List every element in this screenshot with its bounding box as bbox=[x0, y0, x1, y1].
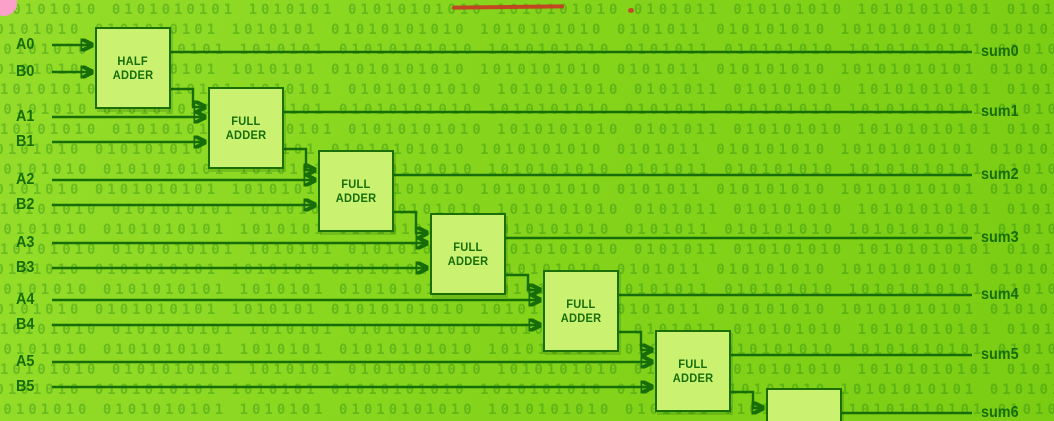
output-label-sum4: sum4 bbox=[981, 286, 1019, 303]
carry-wire-5-6 bbox=[731, 390, 762, 408]
full-adder-2-box: FULL ADDER bbox=[318, 150, 394, 232]
input-label-b5: B5 bbox=[16, 378, 35, 395]
half-adder-label-line1: HALF bbox=[117, 54, 149, 68]
carry-wire-4-5 bbox=[619, 330, 651, 350]
full-adder-1-label-line2: ADDER bbox=[225, 128, 267, 142]
carry-wire-0-1 bbox=[171, 87, 204, 107]
input-label-a0: A0 bbox=[16, 36, 35, 53]
full-adder-3-label-line2: ADDER bbox=[447, 254, 489, 268]
full-adder-4-label-line2: ADDER bbox=[560, 311, 602, 325]
input-label-a1: A1 bbox=[16, 108, 35, 125]
pink-corner-decoration bbox=[0, 0, 17, 16]
output-label-sum3: sum3 bbox=[981, 229, 1019, 246]
full-adder-5-box: FULL ADDER bbox=[655, 330, 731, 412]
input-label-b4: B4 bbox=[16, 316, 35, 333]
full-adder-6-box: FULL bbox=[766, 388, 842, 421]
full-adder-4-box: FULL ADDER bbox=[543, 270, 619, 352]
input-label-a4: A4 bbox=[16, 291, 35, 308]
input-label-b0: B0 bbox=[16, 63, 35, 80]
output-label-sum6: sum6 bbox=[981, 404, 1019, 421]
half-adder-label-line2: ADDER bbox=[112, 68, 154, 82]
output-label-sum1: sum1 bbox=[981, 103, 1019, 120]
carry-wire-1-2 bbox=[284, 147, 314, 170]
full-adder-5-label-line1: FULL bbox=[678, 357, 708, 371]
full-adder-1-box: FULL ADDER bbox=[208, 87, 284, 169]
input-label-b1: B1 bbox=[16, 133, 35, 150]
full-adder-2-label-line2: ADDER bbox=[335, 191, 377, 205]
input-label-a2: A2 bbox=[16, 171, 35, 188]
carry-wire-2-3 bbox=[394, 210, 426, 233]
input-label-b3: B3 bbox=[16, 259, 35, 276]
input-label-b2: B2 bbox=[16, 196, 35, 213]
input-label-a3: A3 bbox=[16, 234, 35, 251]
full-adder-4-label-line1: FULL bbox=[566, 297, 596, 311]
half-adder-box: HALF ADDER bbox=[95, 27, 171, 109]
full-adder-3-label-line1: FULL bbox=[453, 240, 483, 254]
red-marker-dot bbox=[628, 8, 634, 13]
output-label-sum2: sum2 bbox=[981, 166, 1019, 183]
full-adder-1-label-line1: FULL bbox=[231, 114, 261, 128]
full-adder-3-box: FULL ADDER bbox=[430, 213, 506, 295]
output-label-sum0: sum0 bbox=[981, 43, 1019, 60]
output-label-sum5: sum5 bbox=[981, 346, 1019, 363]
carry-wire-3-4 bbox=[506, 273, 539, 290]
full-adder-5-label-line2: ADDER bbox=[672, 371, 714, 385]
input-label-a5: A5 bbox=[16, 353, 35, 370]
full-adder-2-label-line1: FULL bbox=[341, 177, 371, 191]
